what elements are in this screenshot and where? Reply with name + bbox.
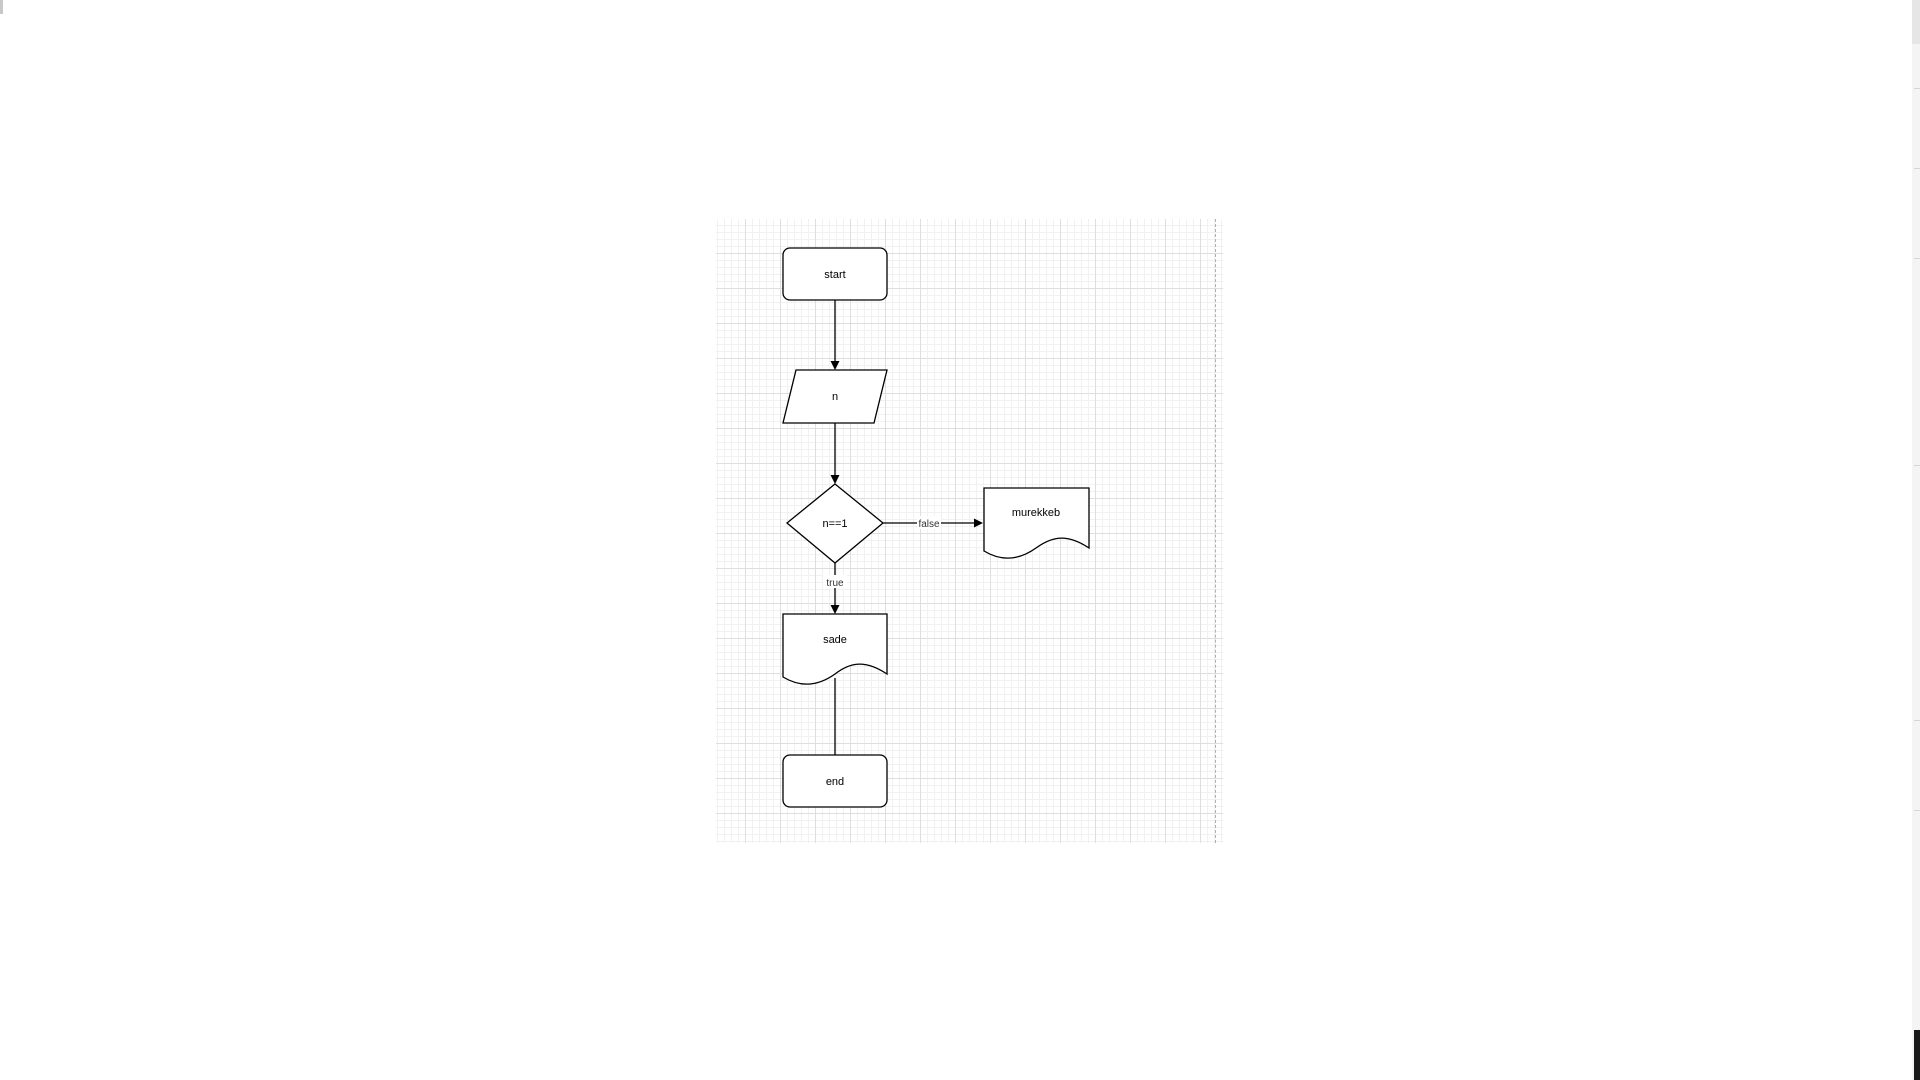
canvas-corner-marker [0, 0, 3, 14]
node-output-false-label: murekkeb [1012, 507, 1060, 519]
node-start[interactable]: start [782, 247, 888, 301]
input-parallelogram-shape [782, 369, 888, 424]
node-output-false[interactable]: murekkeb [983, 487, 1090, 559]
decision-diamond-shape [785, 483, 885, 564]
node-decision-label: n==1 [822, 518, 847, 530]
edge-decision-false[interactable]: false [883, 516, 983, 530]
panel-divider [1914, 810, 1920, 811]
panel-divider [1914, 720, 1920, 721]
edge-input-to-decision[interactable] [830, 423, 840, 484]
sade-document-shape [782, 613, 888, 685]
end-terminator-shape [782, 754, 888, 808]
panel-divider [1914, 258, 1920, 259]
node-start-label: start [824, 269, 845, 281]
edge-start-to-input[interactable] [830, 300, 840, 370]
start-terminator-shape [782, 247, 888, 301]
murekkeb-document-shape [983, 487, 1090, 559]
panel-divider [1914, 168, 1920, 169]
scrollbar-thumb[interactable] [1912, 0, 1920, 44]
node-end[interactable]: end [782, 754, 888, 808]
edge-label-true: true [826, 578, 844, 589]
node-end-label: end [826, 776, 844, 788]
vertical-scrollbar[interactable] [1912, 0, 1920, 1080]
node-output-true-label: sade [823, 634, 847, 646]
edge-label-false: false [918, 519, 940, 530]
panel-divider [1914, 465, 1920, 466]
node-input[interactable]: n [782, 369, 888, 424]
scrollbar-bottom-handle[interactable] [1914, 1030, 1920, 1080]
node-output-true[interactable]: sade [782, 613, 888, 685]
edge-decision-true[interactable]: true [823, 563, 847, 614]
panel-divider [1914, 88, 1920, 89]
node-decision[interactable]: n==1 [785, 483, 885, 564]
page-break-line [1215, 219, 1216, 843]
node-input-label: n [832, 391, 838, 403]
